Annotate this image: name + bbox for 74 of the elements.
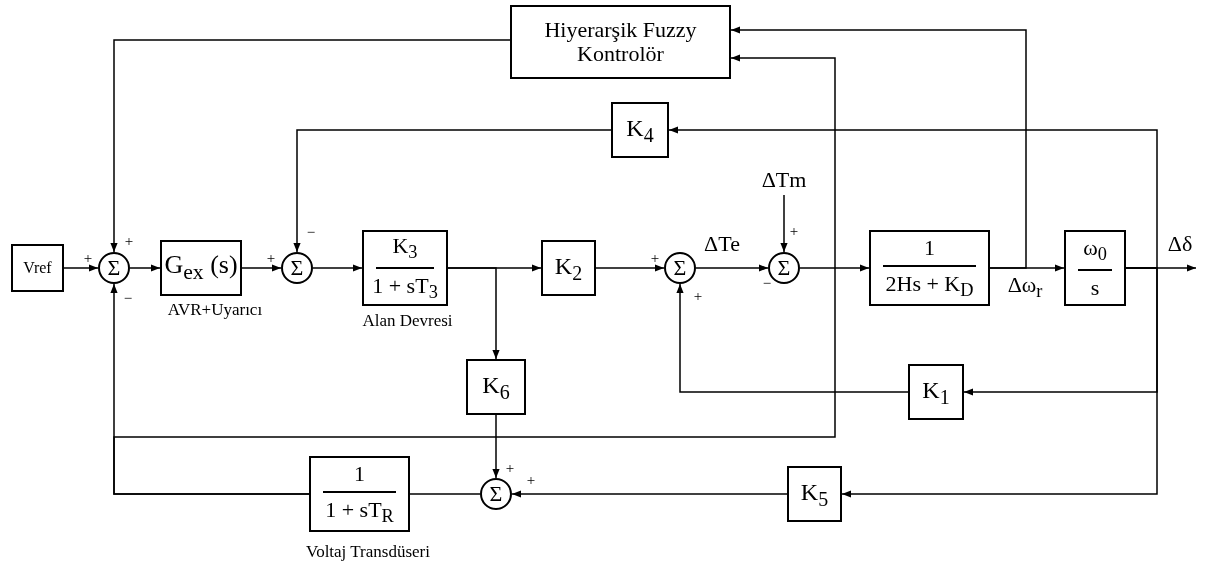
sign-label: + xyxy=(526,472,536,488)
signal-arrow xyxy=(241,264,282,272)
sign-label: − xyxy=(123,290,133,306)
summing-junction xyxy=(664,252,696,284)
summing-junction xyxy=(768,252,800,284)
sigma-symbol: Σ xyxy=(489,483,503,505)
signal-arrow xyxy=(312,264,363,272)
signal-arrow xyxy=(695,264,769,272)
signal-arrow xyxy=(293,129,612,253)
transfer-block xyxy=(160,240,242,296)
transfer-block xyxy=(869,230,990,306)
sigma-symbol: Σ xyxy=(777,257,791,279)
transfer-block xyxy=(541,240,596,296)
signal-arrow xyxy=(799,264,870,272)
numerator-text: K$_{3}$ xyxy=(392,233,418,263)
sign-label: + xyxy=(505,460,515,476)
numerator-text: ω$_{0}$ xyxy=(1083,235,1107,265)
transfer-block xyxy=(11,244,64,292)
signal-label: Δω$_{r}$ xyxy=(1007,272,1043,302)
sign-label: − xyxy=(306,224,316,240)
block-caption: Voltaj Transdüseri xyxy=(305,542,431,562)
signal-arrow xyxy=(511,490,788,498)
signal-arrow xyxy=(110,39,511,253)
numerator-text: 1 xyxy=(924,235,935,261)
block-label: K$_{6}$ xyxy=(482,371,510,403)
block-label: K$_{2}$ xyxy=(554,252,583,284)
signal-arrow xyxy=(780,194,788,253)
block-caption: AVR+Uyarıcı xyxy=(166,300,264,320)
block-caption: Alan Devresi xyxy=(361,311,454,331)
sign-label: + xyxy=(789,223,799,239)
signal-label: ΔTm xyxy=(756,165,812,195)
summing-junction xyxy=(98,252,130,284)
sigma-symbol: Σ xyxy=(673,257,687,279)
block-label: Hiyerarşik Fuzzy Kontrolör xyxy=(543,17,698,67)
block-label: Vref xyxy=(23,259,52,277)
block-label: K$_{4}$ xyxy=(626,114,654,146)
signal-arrow xyxy=(676,283,909,393)
transfer-block xyxy=(787,466,842,522)
sign-label: + xyxy=(693,288,703,304)
signal-arrow xyxy=(595,264,665,272)
block-label: K$_{5}$ xyxy=(800,478,829,510)
signal-arrow xyxy=(668,126,1158,269)
transfer-block xyxy=(362,230,448,306)
sign-label: + xyxy=(266,250,276,266)
sign-label: − xyxy=(762,275,772,291)
denominator-text: 1 + sT$_{3}$ xyxy=(372,273,438,303)
signal-arrow xyxy=(129,264,161,272)
summing-junction xyxy=(480,478,512,510)
signal-arrow xyxy=(110,283,310,495)
transfer-block xyxy=(510,5,731,79)
signal-arrow xyxy=(730,26,1027,269)
sign-label: + xyxy=(124,233,134,249)
transfer-block xyxy=(466,359,526,415)
denominator-text: s xyxy=(1090,275,1100,301)
signal-arrow xyxy=(841,267,1158,498)
signal-arrow xyxy=(492,414,500,479)
block-label: K$_{1}$ xyxy=(922,376,950,408)
transfer-block xyxy=(908,364,964,420)
sign-label: + xyxy=(83,250,93,266)
signal-arrow xyxy=(63,264,99,272)
signal-label: Δδ xyxy=(1167,231,1193,257)
numerator-text: 1 xyxy=(354,461,365,487)
sigma-symbol: Σ xyxy=(107,257,121,279)
signal-label: ΔTe xyxy=(704,231,740,257)
summing-junction xyxy=(281,252,313,284)
transfer-block xyxy=(1064,230,1126,306)
transfer-block xyxy=(611,102,669,158)
sign-label: + xyxy=(650,250,660,266)
denominator-text: 2Hs + K$_{D}$ xyxy=(885,271,974,301)
transfer-block xyxy=(309,456,410,532)
denominator-text: 1 + sT$_{R}$ xyxy=(325,497,394,527)
block-label: G$_{ex}$ (s) xyxy=(164,251,238,285)
signal-arrow xyxy=(447,267,500,360)
sigma-symbol: Σ xyxy=(290,257,304,279)
